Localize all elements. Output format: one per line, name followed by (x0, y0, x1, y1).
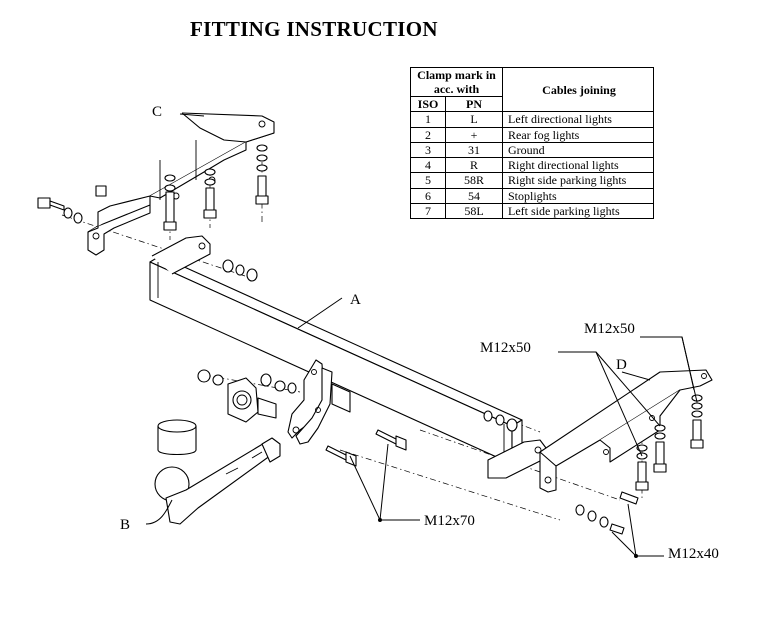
bracket-c-fasteners (37, 144, 269, 231)
center-mounting-plates (287, 359, 351, 445)
cable-desc-cell: Ground (502, 141, 654, 159)
cross-beam-a (149, 235, 547, 479)
towball-b (154, 419, 281, 525)
leader-lines (145, 113, 698, 558)
leader-a (297, 297, 343, 329)
cable-desc-cell: Right side parking lights (502, 172, 654, 189)
pn-cell: 54 (445, 187, 503, 205)
label-m12x50-left: M12x50 (480, 340, 531, 356)
bracket-d-fasteners (575, 394, 704, 535)
beam-nuts (222, 259, 518, 432)
table-row: 3 31 Ground (410, 141, 654, 159)
pn-cell: 58R (445, 172, 503, 189)
cable-desc-cell: Left directional lights (502, 111, 654, 128)
cables-joining-header: Cables joining (502, 66, 654, 113)
page-title: FITTING INSTRUCTION (190, 17, 438, 41)
bracket-c (87, 112, 275, 256)
table-row: 6 54 Stoplights (410, 187, 654, 205)
cable-desc-cell: Left side parking lights (502, 203, 654, 220)
bracket-d (539, 369, 713, 493)
table-row: 5 58R Right side parking lights (410, 172, 654, 189)
table-header-row: Clamp mark in acc. with Cables joining (410, 66, 654, 113)
label-m12x50-right: M12x50 (584, 321, 635, 337)
label-d: D (616, 357, 627, 373)
label-m12x40: M12x40 (668, 546, 719, 562)
assembly-axis-lines (61, 162, 698, 521)
leader-m12x40 (627, 503, 664, 557)
cables-joining-table: Clamp mark in acc. with Cables joining I… (410, 66, 654, 220)
pn-header: PN (445, 95, 503, 113)
bolts-m12x70 (325, 429, 407, 467)
label-a: A (350, 292, 361, 308)
pn-cell: 58L (445, 203, 503, 220)
table-row: 2 + Rear fog lights (410, 126, 654, 143)
label-c: C (152, 104, 162, 120)
pn-cell: 31 (445, 141, 503, 159)
leader-b (145, 499, 173, 525)
cable-desc-cell: Right directional lights (502, 157, 654, 174)
table-row: 4 R Right directional lights (410, 157, 654, 174)
iso-cell: 6 (410, 187, 446, 205)
leader-d (621, 371, 651, 381)
pn-cell: L (445, 111, 503, 128)
leader-m12x70 (349, 455, 420, 521)
clamp-mark-header: Clamp mark in acc. with (410, 67, 503, 97)
iso-cell: 7 (410, 203, 446, 220)
table-row: 1 L Left directional lights (410, 111, 654, 128)
iso-header: ISO (410, 95, 446, 113)
label-b: B (120, 517, 130, 533)
table-subheader-row: ISO PN (410, 95, 654, 113)
label-m12x70: M12x70 (424, 513, 475, 529)
cable-desc-cell: Rear fog lights (502, 126, 654, 143)
leader-c (179, 113, 205, 117)
cable-desc-cell: Stoplights (502, 187, 654, 205)
table-row: 7 58L Left side parking lights (410, 203, 654, 220)
socket-plate (197, 369, 297, 423)
